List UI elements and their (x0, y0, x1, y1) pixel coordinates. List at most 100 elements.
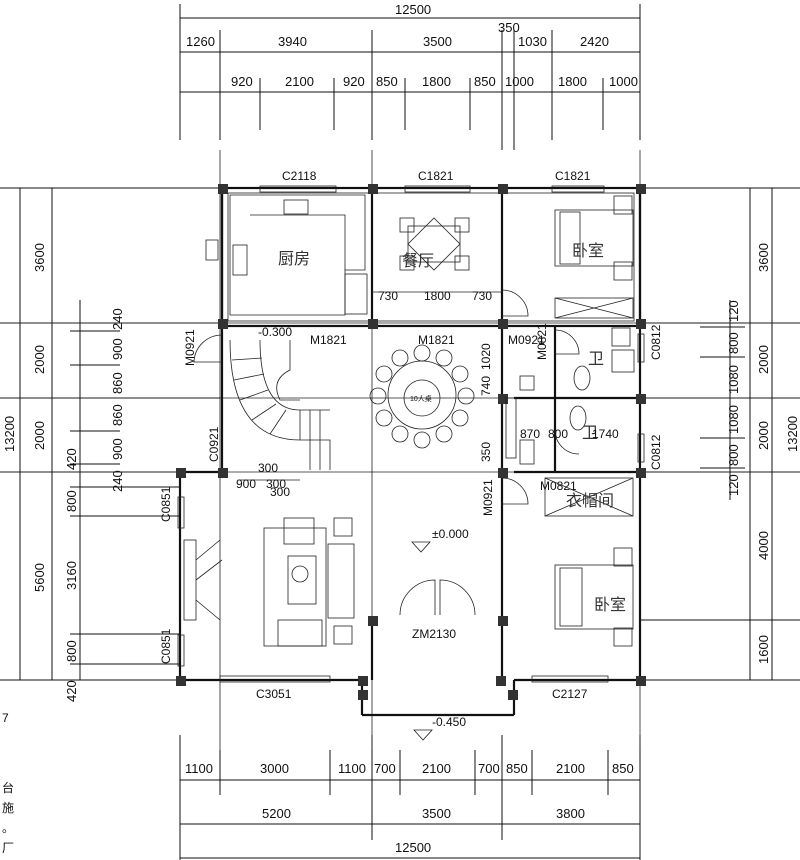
window-dining-label: C1821 (418, 169, 454, 183)
room-closet-label: 衣帽间 (566, 491, 614, 510)
door-dining-label: M1821 (418, 333, 455, 347)
dim-stair-4: 300 (270, 485, 290, 499)
dim-right-overall: 13200 (785, 416, 800, 452)
table-label: 10人桌 (410, 394, 432, 403)
dim-left-inner-10: 800 (64, 640, 79, 662)
tv-cabinet-icon (183, 539, 197, 621)
edge-text-4: 。 (2, 821, 14, 835)
dim-left-outer-4: 5600 (32, 563, 47, 592)
dim-bath-area-2: 800 (548, 427, 568, 441)
dim-left-inner-9: 3160 (64, 561, 79, 590)
dining-room: 餐厅 730 1800 730 (372, 217, 502, 303)
edge-text-5: 厂 (2, 841, 14, 855)
window-marks (177, 185, 645, 683)
dim-right-outer-1: 3600 (756, 243, 771, 272)
edge-text: 7 台 施 。 厂 (2, 711, 14, 855)
door-swings (193, 289, 580, 616)
window-bedroom-top-label: C1821 (555, 169, 591, 183)
door-stair-side-label: C0921 (207, 426, 221, 462)
dim-top-mid-1: 1260 (186, 34, 215, 49)
door-bath-label: M0921 (508, 333, 545, 347)
dim-right-inner-3: 1080 (726, 365, 741, 394)
door-entrance-label: ZM2130 (412, 627, 456, 641)
dim-left-outer-3: 2000 (32, 421, 47, 450)
bed-icon (554, 564, 634, 630)
appliance-icon (205, 239, 219, 261)
dim-bottom-inner-4: 700 (374, 761, 396, 776)
room-bedroom-top-label: 卧室 (572, 241, 604, 260)
level-outside: -0.450 (432, 715, 466, 729)
dim-right-outer-4: 4000 (756, 531, 771, 560)
door-kitchen-side-label: M0921 (183, 329, 197, 366)
sofa-icon (327, 543, 355, 619)
dim-right-inner-5: 800 (726, 444, 741, 466)
dim-bottom-mid-1: 5200 (262, 806, 291, 821)
armchair-icon (283, 517, 315, 545)
dim-left-outer-1: 3600 (32, 243, 47, 272)
dim-bottom-inner-1: 1100 (185, 761, 213, 776)
nightstand-icon (613, 261, 633, 281)
left-dimensions: 3600 2000 2000 5600 13200 240 900 860 86… (0, 187, 220, 702)
dim-bottom-overall: 12500 (395, 840, 431, 855)
dim-left-inner-5: 900 (110, 438, 125, 460)
dim-top-inner-5: 1800 (422, 74, 451, 89)
dim-top-inner-8: 1800 (558, 74, 587, 89)
dim-top-inner-6: 850 (474, 74, 496, 89)
dim-bottom-mid-3: 3800 (556, 806, 585, 821)
dim-bottom-mid-2: 3500 (422, 806, 451, 821)
dim-top-inner-4: 850 (376, 74, 398, 89)
fridge-icon (344, 273, 368, 315)
dim-top-mid-3: 3500 (423, 34, 452, 49)
window-bath-bottom-label: C0812 (649, 434, 663, 470)
nightstand-icon (613, 195, 633, 215)
dim-top-mid-5: 1030 (518, 34, 547, 49)
edge-text-1: 7 (2, 711, 9, 725)
dim-top-inner-7: 1000 (505, 74, 534, 89)
dim-bath-vert-2: 740 (479, 376, 493, 396)
bottom-dimensions: 1100 3000 1100 700 2100 700 850 2100 850… (179, 735, 641, 860)
dim-top-inner-1: 920 (231, 74, 253, 89)
dim-left-inner-4: 860 (110, 404, 125, 426)
dim-bottom-inner-6: 700 (478, 761, 500, 776)
door-closet-label: M0821 (540, 479, 577, 493)
basin-icon (519, 375, 535, 391)
dim-right-inner-4: 1080 (726, 405, 741, 434)
dim-left-inner-3: 860 (110, 372, 125, 394)
room-bedroom-bottom-label: 卧室 (594, 595, 626, 614)
dim-right-inner-6: 120 (726, 474, 741, 496)
window-living-left-top-label: C0851 (159, 486, 173, 522)
dim-right-outer-5: 1600 (756, 635, 771, 664)
dim-bath-area-3: 1740 (592, 427, 619, 441)
room-kitchen-label: 厨房 (278, 249, 310, 268)
wardrobe-icon (544, 477, 634, 517)
chair-icons (369, 344, 475, 449)
dim-left-inner-8: 800 (64, 490, 79, 512)
dim-left-inner-6: 420 (64, 448, 79, 470)
round-table: 10人桌 (369, 344, 475, 449)
room-bath2-label: 卫 (582, 423, 598, 442)
sink-icon (283, 199, 309, 215)
closet: 衣帽间 (544, 477, 634, 517)
dim-top-inner-2: 2100 (285, 74, 314, 89)
toilet-icon (573, 365, 591, 391)
dim-bath-vert-1: 1020 (479, 343, 493, 370)
dim-left-inner-2: 900 (110, 338, 125, 360)
window-bedroom-bottom-label: C2127 (552, 687, 588, 701)
level-floor: ±0.000 (432, 527, 469, 541)
dim-stair-1: 900 (236, 477, 256, 491)
coffee-table-icon (287, 555, 317, 605)
window-living-bottom-label: C3051 (256, 687, 292, 701)
dim-stair-2: 300 (258, 461, 278, 475)
dim-top-inner-9: 1000 (609, 74, 638, 89)
bathrooms: 卫 卫 870 800 1740 1020 740 350 (479, 327, 635, 465)
columns (176, 184, 646, 700)
side-table-icon (333, 517, 353, 537)
side-table-icon (333, 625, 353, 645)
staircase: -0.300 900 300 300 300 (229, 325, 331, 499)
dim-top-mid-4: 350 (498, 20, 520, 35)
wardrobe-icon (554, 297, 634, 319)
rug-icon (263, 527, 327, 647)
window-living-left-bottom-label: C0851 (159, 628, 173, 664)
dim-top-mid-2: 3940 (278, 34, 307, 49)
